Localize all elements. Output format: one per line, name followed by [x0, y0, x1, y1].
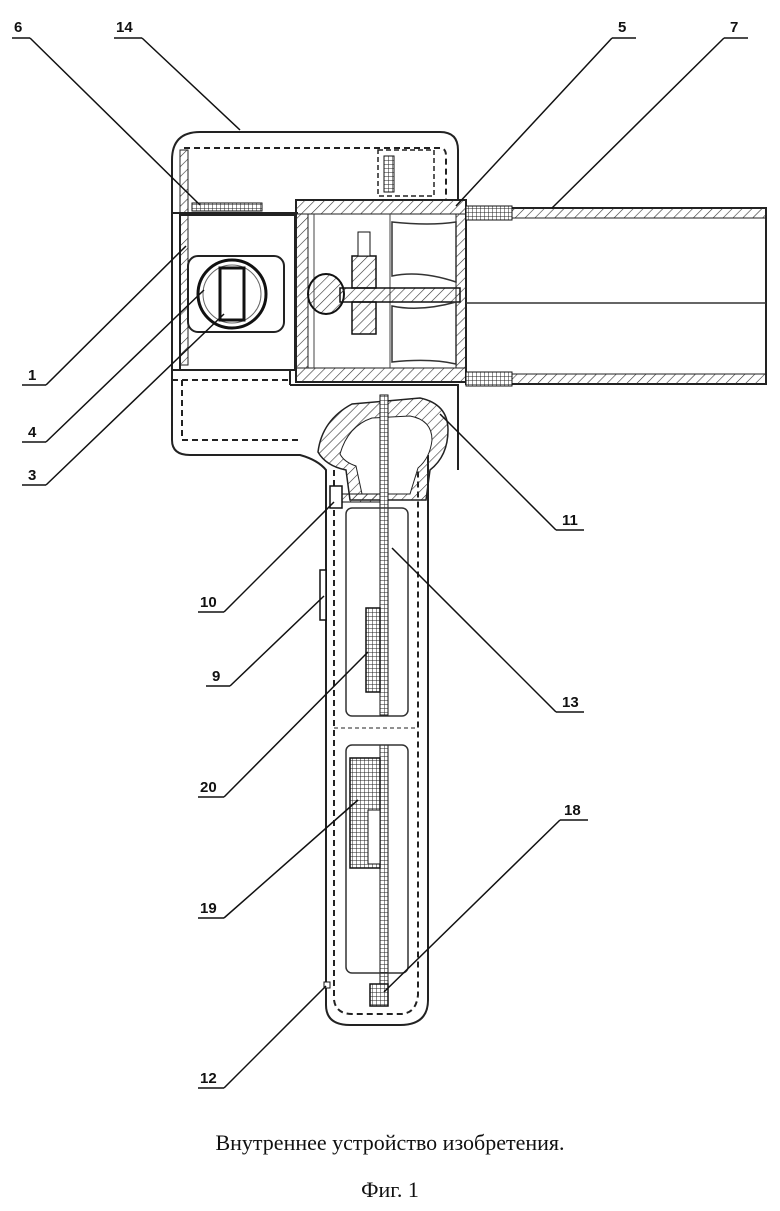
ref-14: 14	[116, 19, 133, 36]
impeller-lower	[352, 302, 376, 334]
ref-19: 19	[200, 900, 217, 917]
blade-bottom	[392, 302, 456, 364]
housing-top-wall	[180, 150, 188, 365]
side-switch	[320, 570, 326, 620]
ref-12: 12	[200, 1070, 217, 1087]
ref-1: 1	[28, 367, 36, 384]
blade-top	[392, 222, 456, 282]
ref-10: 10	[200, 594, 217, 611]
ref-7: 7	[730, 19, 738, 36]
ref-18: 18	[564, 802, 581, 819]
impeller-upper	[352, 256, 376, 288]
ref-6: 6	[14, 19, 22, 36]
lower-board	[380, 745, 388, 995]
top-plate	[192, 203, 262, 211]
ref-13: 13	[562, 694, 579, 711]
nozzle-tube	[466, 206, 766, 386]
ref-9: 9	[212, 668, 220, 685]
ref-20: 20	[200, 779, 217, 796]
shaft	[340, 288, 460, 302]
patent-drawing: 6 14 5 7 1 4 3 11 10 9 13 20 18 19 12	[0, 0, 780, 1120]
figure-label: Фиг. 1	[0, 1177, 780, 1203]
sensor-element	[220, 268, 244, 320]
circuit-board	[380, 395, 388, 715]
ref-3: 3	[28, 467, 36, 484]
motor	[308, 274, 344, 314]
ref-5: 5	[618, 19, 626, 36]
figure-caption: Внутреннее устройство изобретения.	[0, 1130, 780, 1156]
ref-4: 4	[28, 424, 37, 441]
component-20	[366, 608, 380, 692]
ref-11: 11	[562, 512, 578, 529]
connector-18	[370, 984, 388, 1006]
